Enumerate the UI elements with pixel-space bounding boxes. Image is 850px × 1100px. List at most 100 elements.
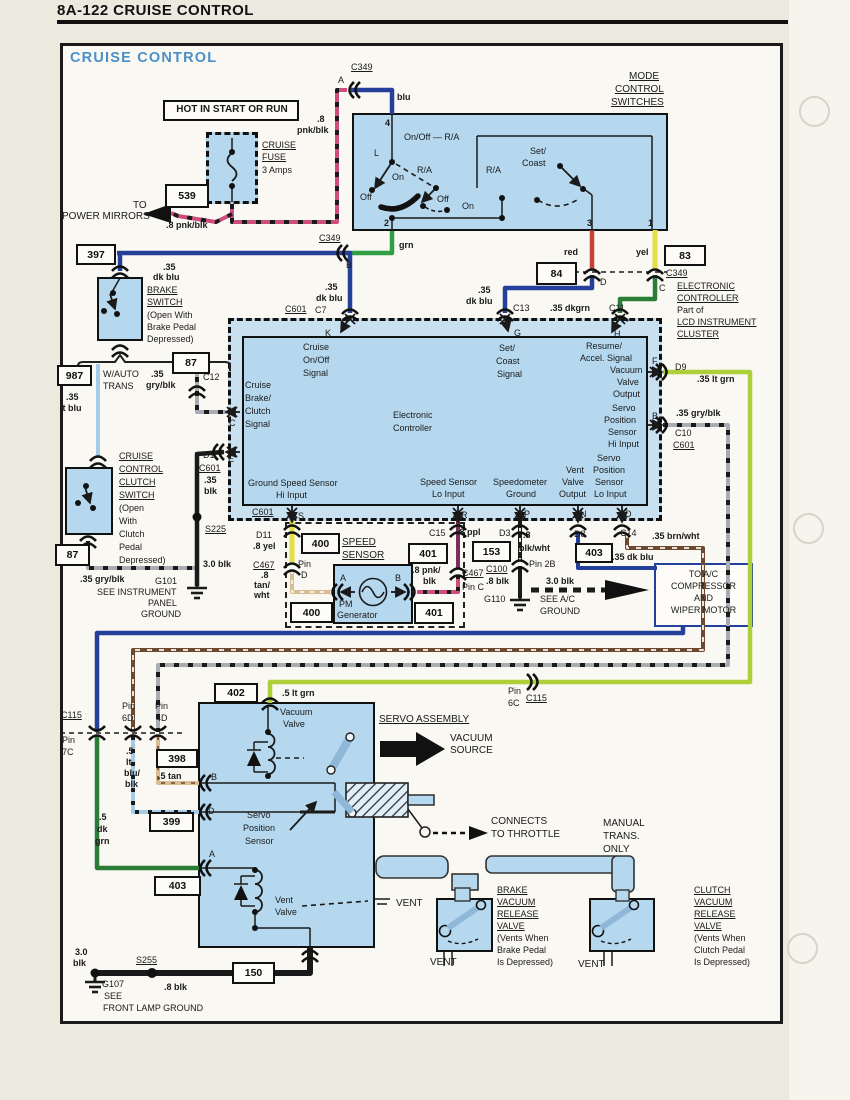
wire-dkblu-3a: .35 — [325, 282, 338, 292]
brake-switch-5: Depressed) — [147, 334, 194, 344]
wire-blu-label: blu — [397, 92, 411, 102]
connector-mark — [403, 583, 416, 601]
manual-trans-2: TRANS. — [603, 831, 640, 842]
pin-label-3: Pin C — [462, 582, 485, 592]
tag-84: 84 — [536, 262, 577, 285]
brake-valve-7: Is Depressed) — [497, 957, 554, 967]
pin-g: G — [514, 328, 522, 338]
throttle-link-eye — [419, 826, 431, 838]
pin-label-1: Pin — [298, 559, 312, 569]
wire-yel-label: yel — [636, 247, 649, 257]
conn-c349-c: C349 — [666, 268, 688, 278]
wire-grn-label: grn — [399, 240, 414, 250]
wire-dkblu-return — [94, 626, 686, 732]
mode-title-3: SWITCHES — [611, 97, 664, 108]
tag-539: 539 — [165, 184, 209, 208]
gnd-g110: G110 — [484, 594, 506, 604]
connector-mark — [611, 308, 629, 322]
mode-title-1: MODE — [629, 71, 659, 82]
elec-ctrl-3: Part of — [677, 305, 704, 315]
to-power-mirrors-1: TO — [133, 200, 147, 211]
pm-pin-a: A — [340, 573, 347, 583]
linkage-1 — [327, 735, 354, 772]
pin-arrow — [289, 800, 318, 831]
sw-ra-2: R/A — [486, 165, 502, 175]
connector-mark — [449, 567, 467, 581]
wire-dkgrn5-a: .5 — [99, 812, 107, 822]
gnd-g107-see-2: FRONT LAMP GROUND — [103, 1003, 204, 1013]
controller-inner-box — [242, 336, 648, 506]
tag-403-servo: 403 — [154, 876, 201, 896]
sw2-dash-arc — [424, 206, 447, 213]
fuse-name-2: FUSE — [262, 152, 287, 162]
wauto-1: W/AUTO — [103, 369, 139, 379]
fuse-rating: 3 Amps — [262, 165, 293, 175]
wire-tanwht-c: wht — [254, 590, 270, 600]
pin-x — [614, 313, 626, 325]
ctrl-gss-2: Hi Input — [276, 490, 308, 500]
pin-d-c349: D — [600, 277, 607, 287]
mode-control-switch-box — [352, 113, 668, 231]
sw-coast: Coast — [522, 158, 546, 168]
wauto-bracket — [77, 353, 231, 371]
conn-d9: D9 — [675, 362, 687, 372]
junction-dot — [444, 207, 450, 213]
wire-blk35-a: .35 — [204, 475, 217, 485]
servo-pin-a: A — [209, 849, 216, 859]
pin-x — [226, 406, 238, 418]
gnd-g107-see-1: SEE — [104, 991, 123, 1001]
servo-vv-2: Valve — [283, 719, 305, 729]
wire-pnk8-a: .8 pnk/ — [412, 565, 441, 575]
connects-throttle-1: CONNECTS — [491, 816, 548, 827]
wire-blkwht-a: .8 — [523, 530, 531, 540]
hole-punch-mid — [793, 513, 824, 544]
pm-pin-b: B — [395, 573, 402, 583]
junction-dot — [499, 215, 505, 221]
pm-gen-1: PM — [339, 599, 353, 609]
conn-c15: C15 — [429, 528, 446, 538]
gnd-g101-see-2: PANEL — [148, 598, 177, 608]
wire-ltblublk-a: .5 — [126, 746, 134, 756]
hot-in-start-label: HOT IN START OR RUN — [176, 104, 288, 115]
pin-arrow — [106, 293, 118, 311]
connector-mark — [199, 803, 212, 821]
junction-dot — [75, 500, 81, 506]
connector-mark — [111, 265, 129, 279]
clutch-valve-4: VALVE — [694, 921, 722, 931]
clutch-valve-6: Clutch Pedal — [694, 945, 746, 955]
pin-7c-2: 7C — [62, 747, 74, 757]
ctrl-brake-2: Brake/ — [245, 393, 272, 403]
wire-gryblk35: .35 gry/blk — [676, 408, 721, 418]
tube-elbow — [611, 855, 635, 893]
wire-pnkblk-1b: pnk/blk — [297, 125, 329, 135]
servo-pos-1: Servo — [247, 810, 271, 820]
vacuum-tube-1 — [375, 855, 449, 879]
pin-x — [514, 507, 526, 519]
junction-dot — [499, 195, 505, 201]
wire-tanwht-a: .8 — [261, 570, 269, 580]
ctrl-servohi-1: Servo — [612, 403, 636, 413]
mode-title-2: CONTROL — [615, 84, 664, 95]
tag-987: 987 — [57, 365, 92, 386]
wire-pnkblk-2: .8 pnk/blk — [166, 220, 208, 230]
tag-87-brake: 87 — [172, 352, 210, 374]
sw-onoff-ra: On/Off — R/A — [404, 132, 460, 142]
tag-403-top: 403 — [575, 543, 613, 563]
brake-lever-arc — [447, 938, 479, 945]
clutch-valve-2: VACUUM — [694, 897, 733, 907]
ctrl-cruise-1: Cruise — [303, 342, 330, 352]
ctrl-brake-4: Signal — [245, 419, 271, 429]
clutch-valve-7: Is Depressed) — [694, 957, 751, 967]
conn-c13: C13 — [513, 303, 530, 313]
conn-c601-top: C601 — [285, 304, 307, 314]
wire-blu — [351, 87, 395, 114]
conn-c467-c: C467 — [462, 568, 484, 578]
wire-gryblk-brake-stripe — [195, 363, 227, 414]
wire-blk30-1: 3.0 blk — [203, 559, 232, 569]
wire-pnkblk-1a: .8 — [317, 114, 325, 124]
pin-a: A — [338, 75, 345, 85]
clutch-lever-pivot — [591, 924, 605, 938]
wire-dkgrn5-c: grn — [95, 836, 110, 846]
connector-mark — [569, 524, 587, 538]
